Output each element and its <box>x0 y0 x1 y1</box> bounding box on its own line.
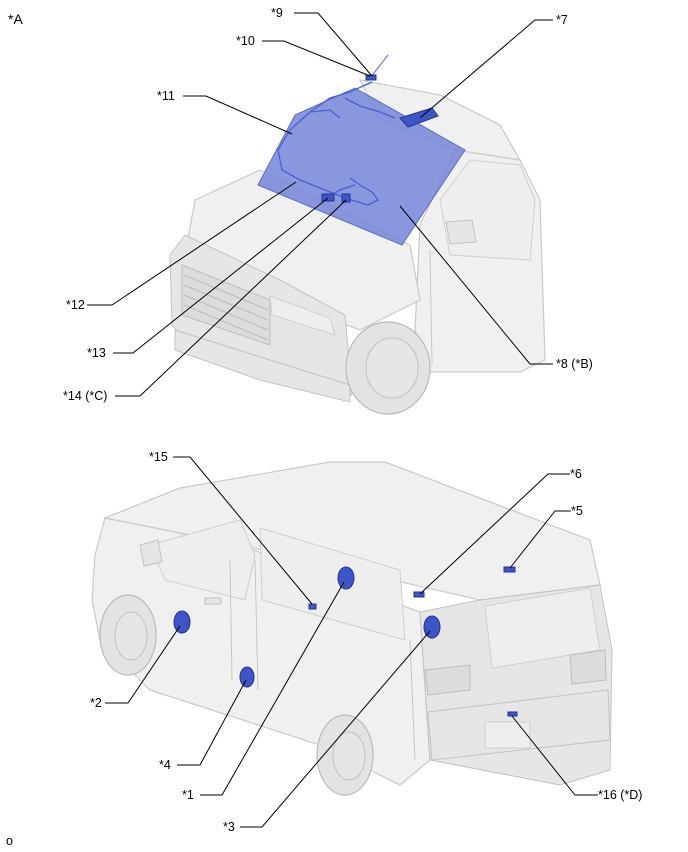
callout-10: *10 <box>236 34 255 48</box>
callout-13: *13 <box>87 346 106 360</box>
callout-3: *3 <box>223 820 235 834</box>
speaker-3 <box>423 615 441 639</box>
leader-lines-top <box>87 12 553 397</box>
rear-camera-part-16 <box>507 711 518 717</box>
callout-6: *6 <box>570 467 582 481</box>
leader-lines-bottom <box>105 456 598 828</box>
callout-1: *1 <box>182 788 194 802</box>
speaker-4 <box>239 666 255 688</box>
view-label: *A <box>8 11 23 27</box>
speaker-1 <box>337 566 355 590</box>
antenna-connector-part <box>365 74 377 81</box>
callout-4: *4 <box>159 758 171 772</box>
windshield-connector-part <box>321 193 335 202</box>
callout-9: *9 <box>271 6 283 20</box>
part-6 <box>413 591 425 598</box>
windshield-connector-part-2 <box>341 193 351 203</box>
vehicle-front-view <box>169 54 546 415</box>
callout-8: *8 (*B) <box>556 357 593 371</box>
part-15 <box>308 603 317 610</box>
callout-16: *16 (*D) <box>598 788 642 802</box>
rearview-camera-module <box>399 107 439 128</box>
callout-7: *7 <box>556 13 568 27</box>
callout-12: *12 <box>66 298 85 312</box>
speaker-2 <box>173 610 191 634</box>
callout-14: *14 (*C) <box>63 389 107 403</box>
footer-code: o <box>6 834 13 848</box>
callout-2: *2 <box>90 696 102 710</box>
vehicle-side-rear-view <box>91 461 613 796</box>
windshield-wire-harness <box>277 81 379 206</box>
callout-5: *5 <box>571 504 583 518</box>
part-5 <box>503 566 516 573</box>
callout-11: *11 <box>157 89 175 103</box>
callout-15: *15 <box>149 450 168 464</box>
